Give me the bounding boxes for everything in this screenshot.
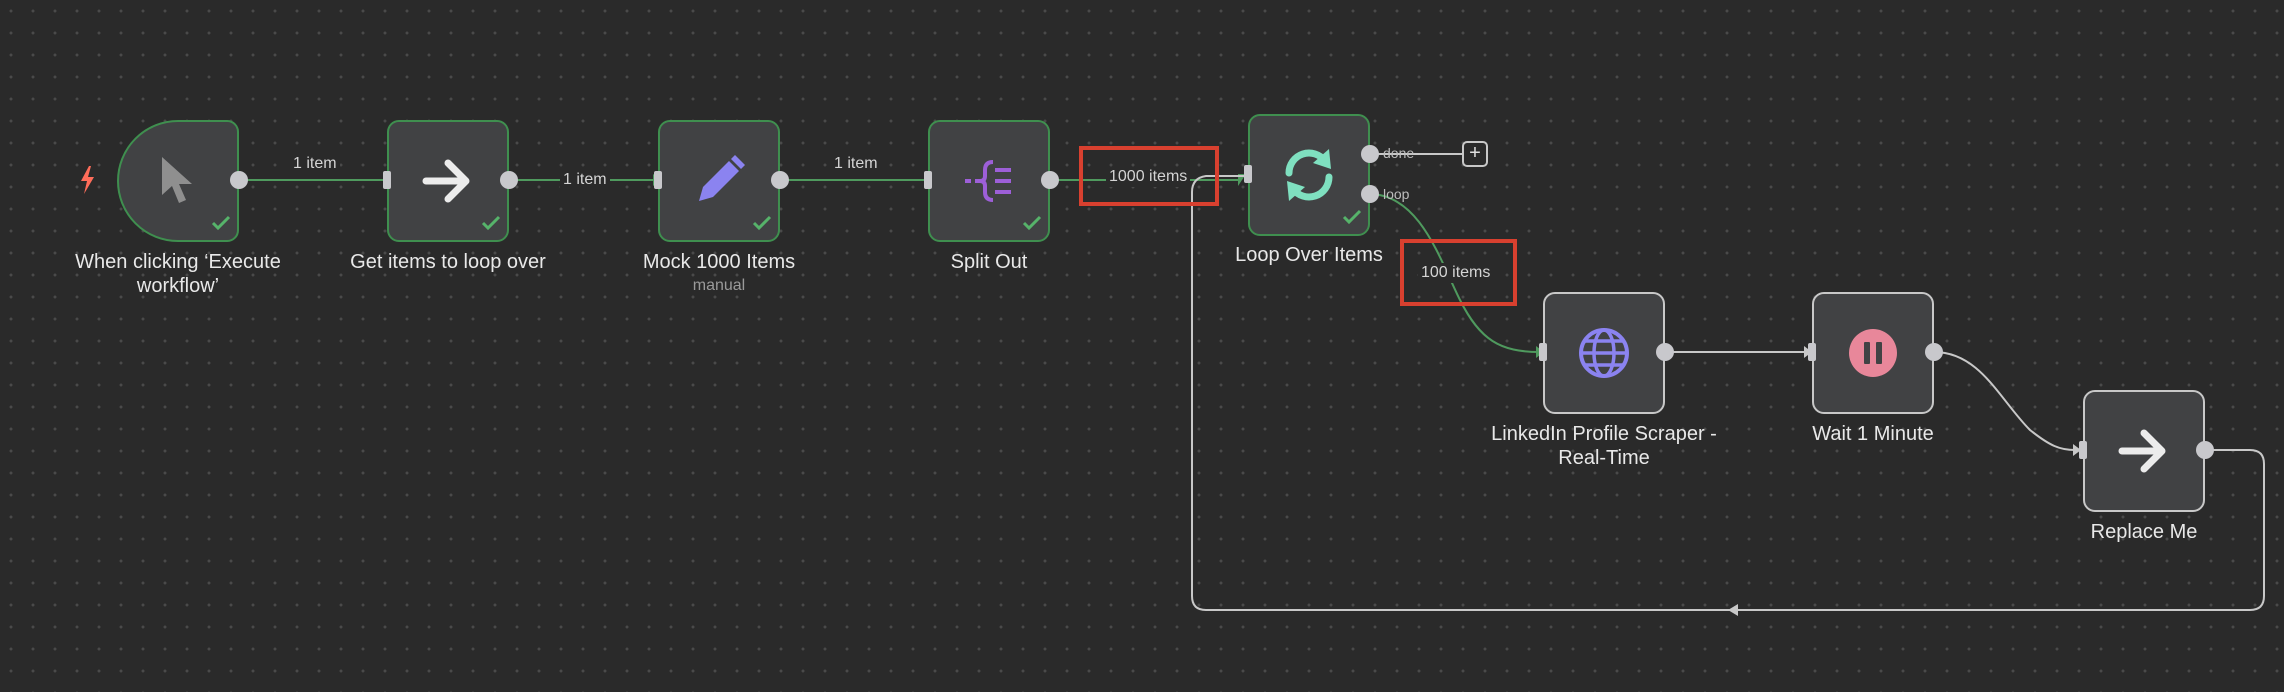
output-handle[interactable] bbox=[500, 171, 518, 189]
node-wait[interactable] bbox=[1812, 292, 1934, 414]
edge-arrowhead bbox=[1728, 604, 1738, 616]
arrow-right-icon bbox=[2085, 392, 2203, 510]
output-handle[interactable] bbox=[771, 171, 789, 189]
node-subtitle-mock: manual bbox=[692, 277, 746, 294]
node-loop-over-items[interactable] bbox=[1248, 114, 1370, 236]
output-label-loop: loop bbox=[1383, 186, 1410, 202]
cursor-pointer-icon bbox=[119, 122, 237, 240]
node-get-items[interactable] bbox=[387, 120, 509, 242]
edge-arrowhead bbox=[2073, 444, 2081, 456]
output-handle[interactable] bbox=[230, 171, 248, 189]
node-label-loop: Loop Over Items bbox=[1235, 244, 1383, 266]
edge-label-loop-to-scraper: 100 items bbox=[1418, 263, 1494, 283]
edge-wait-to-replace[interactable] bbox=[1933, 351, 2076, 451]
pause-icon bbox=[1814, 294, 1932, 412]
input-port[interactable] bbox=[1808, 343, 1816, 361]
success-check-icon bbox=[211, 215, 231, 236]
trigger-bolt-icon bbox=[78, 166, 96, 199]
edge-label-trigger-to-get: 1 item bbox=[290, 154, 340, 174]
refresh-icon bbox=[1250, 116, 1368, 234]
output-handle[interactable] bbox=[2196, 441, 2214, 459]
output-handle[interactable] bbox=[1041, 171, 1059, 189]
node-label-mock: Mock 1000 Items bbox=[642, 251, 796, 273]
output-handle-loop[interactable] bbox=[1361, 185, 1379, 203]
edge-label-split-to-loop: 1000 items bbox=[1106, 167, 1191, 187]
input-port[interactable] bbox=[1539, 343, 1547, 361]
node-linkedin-scraper[interactable] bbox=[1543, 292, 1665, 414]
node-label-split-out: Split Out bbox=[950, 251, 1028, 273]
add-node-button[interactable]: + bbox=[1462, 141, 1488, 167]
input-port[interactable] bbox=[1244, 165, 1252, 183]
arrow-right-icon bbox=[389, 122, 507, 240]
input-port[interactable] bbox=[924, 171, 932, 189]
globe-icon bbox=[1545, 294, 1663, 412]
node-label-wait: Wait 1 Minute bbox=[1812, 423, 1934, 445]
pencil-icon bbox=[660, 122, 778, 240]
success-check-icon bbox=[752, 215, 772, 236]
edge-label-get-to-mock: 1 item bbox=[560, 170, 610, 190]
output-handle[interactable] bbox=[1925, 343, 1943, 361]
success-check-icon bbox=[1022, 215, 1042, 236]
output-label-done: done bbox=[1383, 145, 1415, 161]
input-port[interactable] bbox=[383, 171, 391, 189]
highlight-box-1000-items bbox=[1079, 146, 1219, 206]
output-handle[interactable] bbox=[1656, 343, 1674, 361]
node-split-out[interactable] bbox=[928, 120, 1050, 242]
node-label-replace: Replace Me bbox=[2090, 521, 2198, 543]
node-label-trigger: When clicking ‘Execute workflow’ bbox=[75, 251, 281, 297]
node-replace-me[interactable] bbox=[2083, 390, 2205, 512]
split-out-icon bbox=[930, 122, 1048, 240]
node-mock-items[interactable] bbox=[658, 120, 780, 242]
highlight-box-100-items bbox=[1400, 239, 1517, 306]
edge-loop-to-scraper[interactable] bbox=[1368, 193, 1541, 353]
input-port[interactable] bbox=[2079, 441, 2087, 459]
success-check-icon bbox=[481, 215, 501, 236]
node-label-scraper: LinkedIn Profile Scraper - Real-Time bbox=[1491, 423, 1717, 469]
edge-label-mock-to-split: 1 item bbox=[831, 154, 881, 174]
input-port[interactable] bbox=[654, 171, 662, 189]
node-manual-trigger[interactable] bbox=[117, 120, 239, 242]
output-handle-done[interactable] bbox=[1361, 145, 1379, 163]
success-check-icon bbox=[1342, 209, 1362, 230]
node-label-get-items: Get items to loop over bbox=[350, 251, 546, 273]
